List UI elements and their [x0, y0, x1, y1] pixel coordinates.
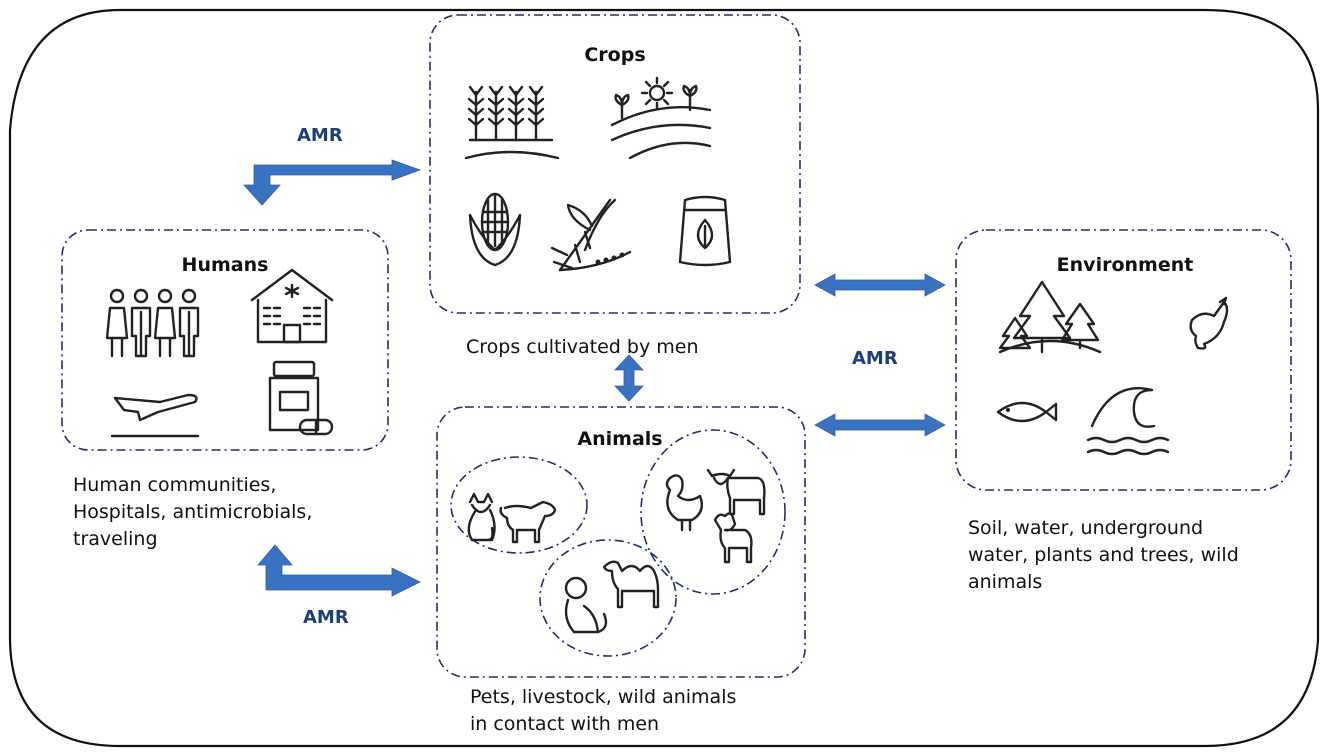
seed-bag-icon	[678, 195, 732, 267]
camel-icon	[602, 560, 660, 609]
environment-title: Environment	[1056, 254, 1194, 276]
animals-title: Animals	[577, 428, 663, 450]
cat-icon	[467, 492, 496, 542]
environment-caption: Soil, water, underground water, plants a…	[968, 517, 1239, 593]
amr-label-humans-crops: AMR	[297, 125, 343, 146]
grain-stalk-icon	[550, 198, 632, 272]
arrow-crops-animals	[614, 354, 644, 402]
medicine-bottle-icon	[268, 360, 334, 436]
arrow-humans-crops	[243, 159, 422, 206]
chicken-icon	[665, 474, 703, 532]
forest-icon	[998, 280, 1102, 354]
dog-icon	[499, 500, 557, 544]
humans-title: Humans	[181, 254, 269, 276]
people-icon	[105, 288, 200, 358]
outer-frame	[8, 8, 1320, 748]
arrow-crops-environment	[814, 273, 946, 297]
monkey-icon	[564, 576, 608, 634]
humans-box	[61, 229, 389, 451]
animals-caption: Pets, livestock, wild animals in contact…	[470, 686, 737, 735]
crops-title: Crops	[584, 44, 646, 66]
airplane-icon	[110, 393, 200, 438]
goat-icon	[713, 512, 753, 564]
pets-ellipse	[450, 456, 588, 554]
amr-label-environment: AMR	[852, 348, 898, 369]
cow-icon	[706, 468, 766, 516]
arrow-humans-animals	[257, 544, 421, 597]
animals-box	[436, 406, 806, 678]
fish-icon	[996, 401, 1058, 423]
amr-label-humans-animals: AMR	[303, 607, 349, 628]
dove-icon	[1189, 296, 1229, 350]
hospital-icon	[250, 268, 334, 344]
environment-box	[955, 229, 1292, 491]
wild-animals-ellipse	[539, 539, 677, 657]
wave-icon	[1086, 387, 1170, 456]
field-sun-icon	[610, 76, 712, 160]
livestock-ellipse	[640, 429, 786, 595]
humans-caption: Human communities, Hospitals, antimicrob…	[73, 474, 313, 550]
arrow-animals-environment	[814, 413, 946, 437]
wheat-icon	[464, 85, 560, 160]
corn-icon	[468, 192, 522, 267]
crops-caption: Crops cultivated by men	[466, 336, 699, 358]
crops-box	[429, 14, 801, 314]
